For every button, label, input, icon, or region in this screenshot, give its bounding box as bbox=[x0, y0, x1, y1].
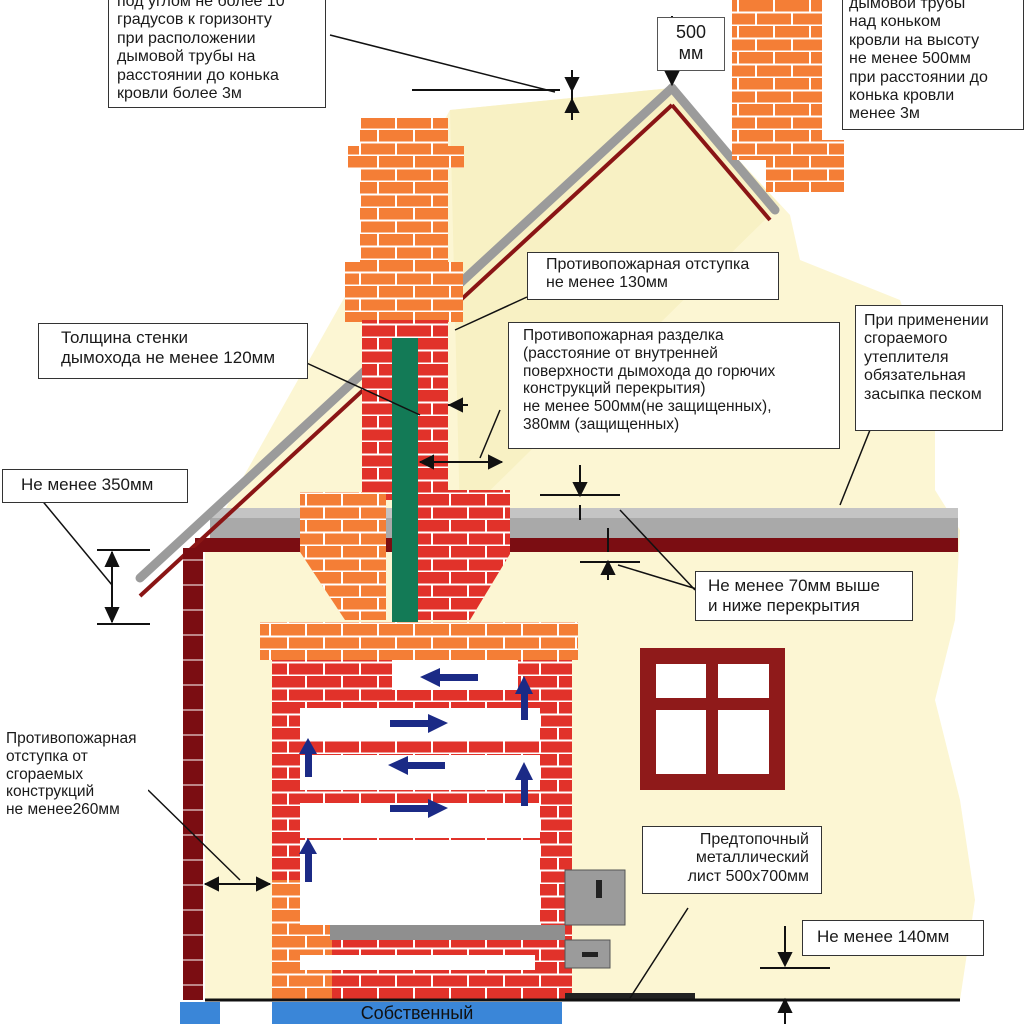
label-ridge-rule-text: дымовой трубы над коньком кровли на высо… bbox=[849, 0, 988, 123]
leader-lines bbox=[39, 34, 871, 999]
label-insulation-text: При применении сгораемого утеплителя обя… bbox=[864, 312, 989, 403]
label-fire-gap-260-text: Противопожарная отступка от сгораемых ко… bbox=[6, 730, 137, 819]
foundation-side bbox=[180, 1002, 220, 1024]
chimney-left-shoulder bbox=[300, 492, 386, 552]
label-fire-gap-260: Противопожарная отступка от сгораемых ко… bbox=[0, 722, 148, 840]
label-angle-rule: под углом не более 10 градусов к горизон… bbox=[108, 0, 326, 108]
label-above-below-70-text: Не менее 70мм выше и ниже перекрытия bbox=[708, 576, 880, 615]
label-angle-rule-text: под углом не более 10 градусов к горизон… bbox=[117, 0, 285, 102]
label-fire-gap-130: Противопожарная отступка не менее 130мм bbox=[527, 252, 779, 300]
foundation-block bbox=[272, 1002, 562, 1024]
label-min-140-text: Не менее 140мм bbox=[817, 927, 950, 946]
flow-arrow-icon bbox=[515, 762, 533, 806]
flow-arrow-icon bbox=[299, 738, 317, 777]
label-min-140: Не менее 140мм bbox=[802, 920, 984, 956]
flow-arrow-icon bbox=[390, 714, 448, 733]
label-ridge-rule: дымовой трубы над коньком кровли на высо… bbox=[842, 0, 1024, 130]
label-wall-thickness-text: Толщина стенки дымохода не менее 120мм bbox=[61, 328, 276, 367]
label-min-350-text: Не менее 350мм bbox=[21, 475, 154, 494]
label-prefire-sheet-text: Предтопочный металлический лист 500х700м… bbox=[687, 831, 809, 885]
label-fire-cut-text: Противопожарная разделка (расстояние от … bbox=[523, 327, 776, 434]
label-prefire-sheet: Предтопочный металлический лист 500х700м… bbox=[642, 826, 822, 894]
roof-slope-right bbox=[667, 83, 780, 215]
label-fire-gap-130-text: Противопожарная отступка не менее 130мм bbox=[546, 256, 750, 292]
dimension-marks bbox=[97, 16, 830, 1024]
fire-cut-right bbox=[418, 490, 510, 554]
fuel-door bbox=[564, 869, 626, 926]
chimney-above-ridge bbox=[732, 0, 844, 192]
flow-arrow-icon bbox=[390, 799, 448, 818]
label-min-350: Не менее 350мм bbox=[2, 469, 188, 503]
chimney-left-taper bbox=[300, 552, 386, 620]
flow-arrow-icon bbox=[299, 838, 317, 882]
flow-arrow-icon bbox=[420, 668, 478, 687]
chimney-stack-upper bbox=[360, 118, 448, 268]
flow-arrows bbox=[299, 668, 533, 882]
flow-arrow-icon bbox=[515, 676, 533, 720]
roof-inner-right bbox=[670, 103, 772, 222]
flow-arrow-icon bbox=[388, 756, 445, 775]
window bbox=[640, 648, 785, 790]
label-ridge-height: 500 мм bbox=[657, 17, 725, 71]
log-wall bbox=[183, 548, 203, 1000]
ceiling-slab-top bbox=[210, 508, 958, 518]
label-wall-thickness: Толщина стенки дымохода не менее 120мм bbox=[38, 323, 308, 379]
chimney-stack-collar bbox=[345, 262, 463, 322]
fire-cut-taper bbox=[418, 554, 510, 620]
chimney-flue bbox=[392, 338, 418, 628]
label-ridge-height-text: 500 мм bbox=[675, 22, 707, 63]
fuel-door-handle bbox=[596, 880, 602, 898]
label-above-below-70: Не менее 70мм выше и ниже перекрытия bbox=[695, 571, 913, 621]
label-fire-cut: Противопожарная разделка (расстояние от … bbox=[508, 322, 840, 449]
label-foundation: Собственный bbox=[272, 1003, 562, 1024]
label-insulation: При применении сгораемого утеплителя обя… bbox=[855, 305, 1003, 431]
label-foundation-text: Собственный bbox=[360, 1003, 474, 1023]
ash-door-handle bbox=[582, 952, 598, 957]
